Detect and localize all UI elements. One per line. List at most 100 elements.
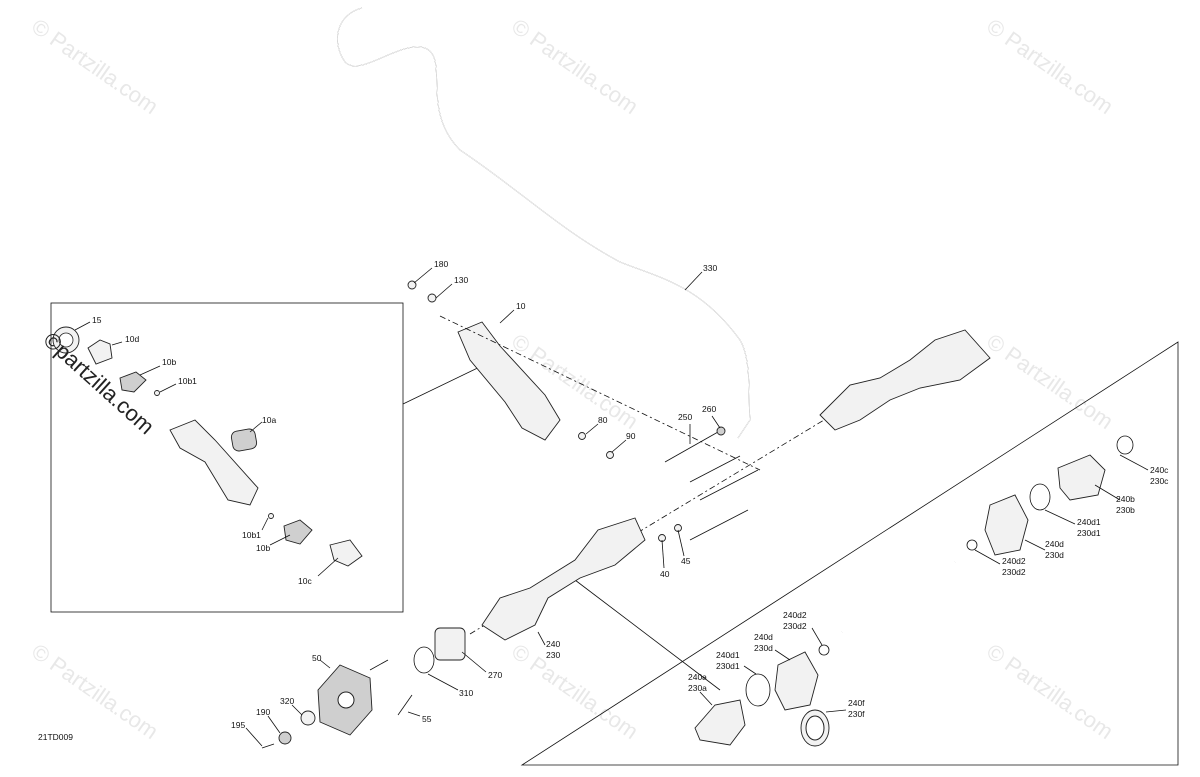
clamp-240d1-l (745, 673, 771, 707)
label-230d1-l: 230d1 (716, 661, 740, 671)
label-230d-l: 230d (754, 643, 773, 653)
label-10b: 10b (162, 357, 176, 367)
label-240a: 240a (688, 672, 707, 682)
boot-10a (230, 428, 258, 452)
yoke-10d (87, 339, 113, 365)
label-230d2: 230d2 (1002, 567, 1026, 577)
clip-310 (413, 646, 435, 674)
watermark: © Partzilla.com (507, 14, 643, 120)
nut-80 (578, 432, 586, 440)
nut-190 (278, 731, 292, 745)
bolt-250 (664, 431, 719, 463)
label-130: 130 (454, 275, 468, 285)
nut-130 (427, 293, 437, 303)
label-240b: 240b (1116, 494, 1135, 504)
label-240f: 240f (848, 698, 865, 708)
label-240d-l: 240d (754, 632, 773, 642)
label-240c: 240c (1150, 465, 1169, 475)
leader-lines (74, 267, 1149, 747)
cross-joint-10b (119, 371, 147, 393)
boot-240d-l (774, 651, 819, 711)
label-230a: 230a (688, 683, 707, 693)
label-240d1: 240d1 (1077, 517, 1101, 527)
nut-260 (716, 426, 726, 436)
label-50: 50 (312, 653, 322, 663)
label-195: 195 (231, 720, 245, 730)
label-10c: 10c (298, 576, 312, 586)
bearing-270 (434, 627, 466, 661)
label-230d1: 230d1 (1077, 528, 1101, 538)
watermark: © Partzilla.com (27, 639, 163, 745)
label-10b1: 10b1 (178, 376, 197, 386)
label-230d2-l: 230d2 (783, 621, 807, 631)
watermark: © Partzilla.com (982, 14, 1118, 120)
clamp-240d2 (966, 539, 978, 551)
diagram-code: 21TD009 (38, 732, 73, 742)
inset-box-left (50, 302, 404, 613)
bolt-centerline (439, 315, 761, 471)
part-labels: 15 10d 10b 10b1 10a 10b1 10b 10c 180 130… (38, 259, 1169, 742)
label-230f: 230f (848, 709, 865, 719)
inset-triangle-right (520, 341, 1179, 766)
bolt-55 (397, 694, 413, 716)
cross-joint-10b-b (283, 519, 313, 545)
stud (369, 659, 389, 671)
label-45: 45 (681, 556, 691, 566)
label-10b1-b: 10b1 (242, 530, 261, 540)
washer-90 (606, 451, 614, 459)
label-260: 260 (702, 404, 716, 414)
label-10d: 10d (125, 334, 139, 344)
clamp-240d1 (1029, 483, 1051, 511)
drive-shaft-240 (481, 517, 646, 641)
label-10: 10 (516, 301, 526, 311)
cv-joint-240a (694, 699, 746, 746)
label-230b: 230b (1116, 505, 1135, 515)
shaft-inner (841, 560, 956, 634)
label-240d2: 240d2 (1002, 556, 1026, 566)
label-10a: 10a (262, 415, 276, 425)
label-80: 80 (598, 415, 608, 425)
label-250: 250 (678, 412, 692, 422)
bolt (689, 455, 741, 483)
bearing-10b1 (154, 390, 160, 396)
label-10b-b: 10b (256, 543, 270, 553)
label-330: 330 (703, 263, 717, 273)
watermark: © Partzilla.com (982, 329, 1118, 435)
bolt (699, 469, 759, 501)
label-270: 270 (488, 670, 502, 680)
label-15: 15 (92, 315, 102, 325)
clamp-240c (1116, 435, 1134, 455)
label-240d2-l: 240d2 (783, 610, 807, 620)
propeller-shaft-10 (457, 321, 561, 441)
label-180: 180 (434, 259, 448, 269)
drive-shaft-upper (819, 329, 991, 431)
label-240d: 240d (1045, 539, 1064, 549)
vent-tube-inner (337, 7, 751, 439)
label-40: 40 (660, 569, 670, 579)
watermark: © Partzilla.com (507, 639, 643, 745)
label-320: 320 (280, 696, 294, 706)
seal-ring-hole (58, 332, 74, 348)
label-190: 190 (256, 707, 270, 717)
bolt (689, 509, 749, 541)
label-90: 90 (626, 431, 636, 441)
label-310: 310 (459, 688, 473, 698)
label-230c: 230c (1150, 476, 1169, 486)
label-230d: 230d (1045, 550, 1064, 560)
label-55: 55 (422, 714, 432, 724)
bearing-10b1-b (268, 513, 274, 519)
label-230: 230 (546, 650, 560, 660)
hub-center (337, 691, 355, 709)
drive-shaft-inset (169, 419, 259, 506)
watermark: © Partzilla.com (982, 639, 1118, 745)
pin-195 (261, 743, 275, 749)
watermark: © Partzilla.com (27, 14, 163, 120)
label-240: 240 (546, 639, 560, 649)
boot-240d (984, 494, 1029, 556)
inset-leader (574, 579, 721, 691)
inset-leader (402, 361, 491, 405)
label-240d1-l: 240d1 (716, 650, 740, 660)
ring-240f-inner (805, 715, 825, 741)
